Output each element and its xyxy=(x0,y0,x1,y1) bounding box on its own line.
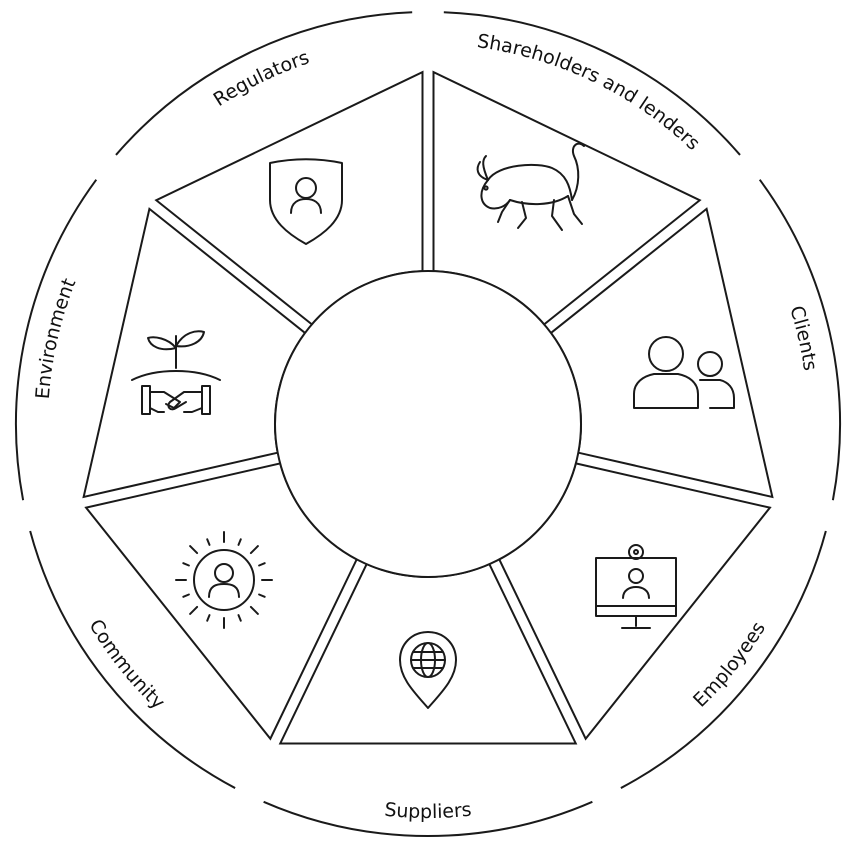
ray-mark xyxy=(189,545,199,555)
ray-mark xyxy=(182,562,190,567)
ray-mark xyxy=(182,593,190,598)
label-employees: Employees xyxy=(689,618,770,712)
shield-person-icon xyxy=(269,158,343,245)
outer-arc-environment xyxy=(15,179,98,501)
bull-icon xyxy=(476,142,585,231)
globe-pin-icon xyxy=(399,631,457,709)
outer-ring-arcs xyxy=(15,11,841,838)
people-icon xyxy=(633,336,735,409)
ray-mark xyxy=(206,614,211,622)
ray-mark xyxy=(249,605,259,615)
center-circle xyxy=(274,270,582,578)
ray-mark xyxy=(249,545,259,555)
person-radiant-icon xyxy=(175,531,273,629)
ray-mark xyxy=(237,614,242,622)
ray-mark xyxy=(189,605,199,615)
outer-arc-employees xyxy=(620,530,827,789)
ray-mark xyxy=(258,593,266,598)
plant-handshake-icon xyxy=(131,330,221,415)
label-regulators: Regulators xyxy=(210,47,312,111)
outer-arc-shareholders xyxy=(443,11,741,156)
label-environment: Environment xyxy=(32,275,81,400)
label-community: Community xyxy=(84,615,169,713)
ray-mark xyxy=(206,538,211,546)
outer-arc-regulators xyxy=(115,11,413,156)
label-suppliers: Suppliers xyxy=(383,799,472,823)
outer-arc-suppliers xyxy=(263,800,593,838)
outer-arc-community xyxy=(29,530,236,789)
ray-mark xyxy=(237,538,242,546)
ray-mark xyxy=(258,562,266,567)
outer-arc-clients xyxy=(758,179,841,501)
label-clients: Clients xyxy=(785,303,821,372)
monitor-person-icon xyxy=(595,544,677,629)
